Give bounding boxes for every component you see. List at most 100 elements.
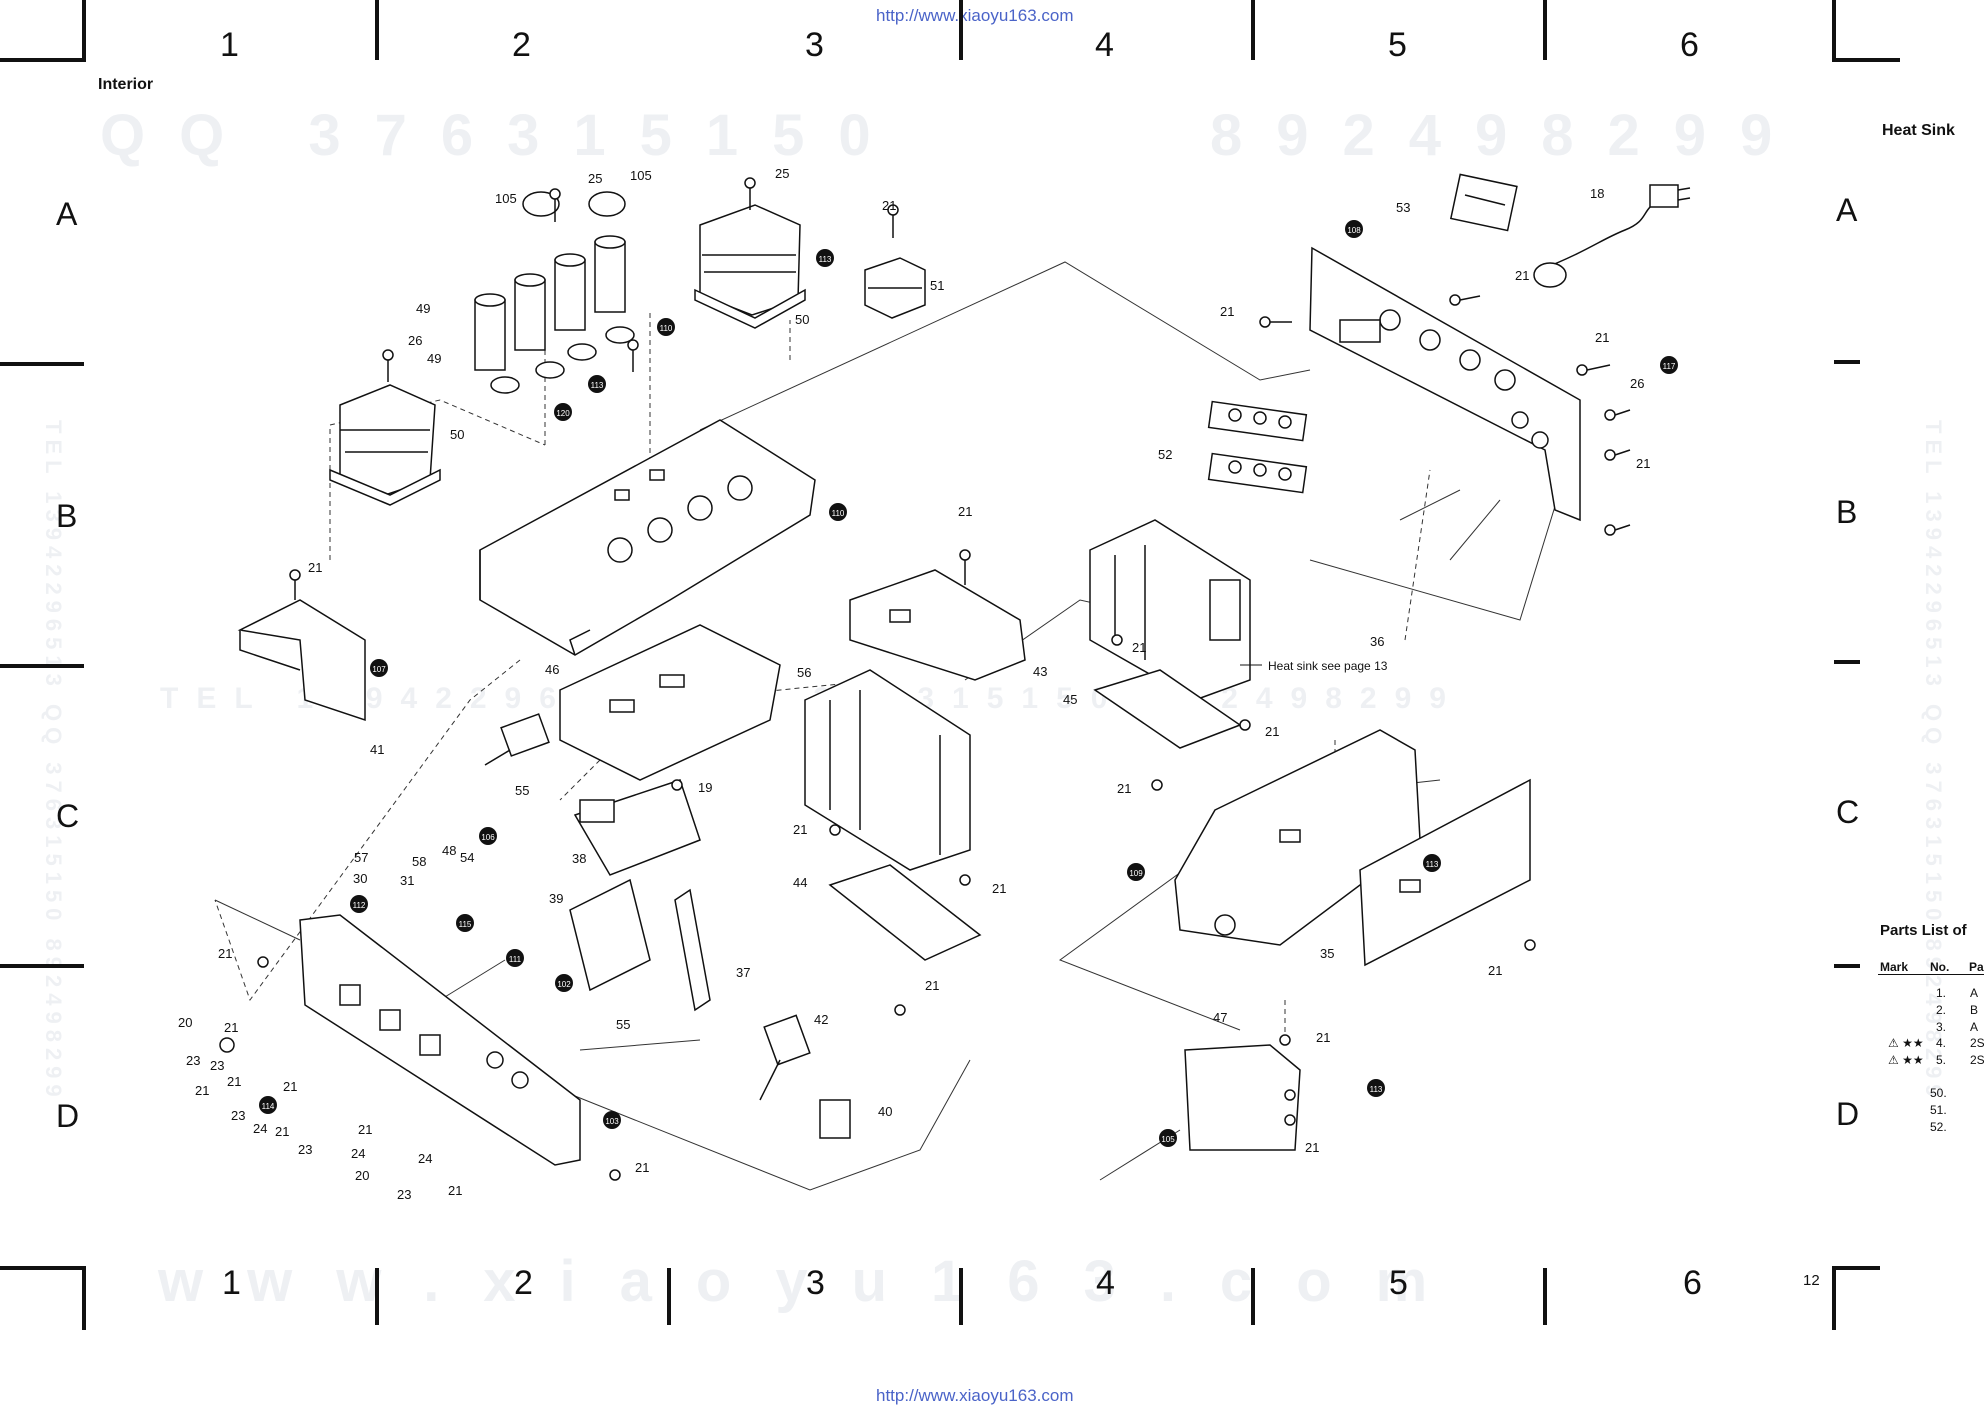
label-50: 50 (795, 312, 809, 327)
marker-113: 113 (1423, 854, 1441, 872)
sub-chassis-109 (1174, 729, 1421, 946)
parts-list-row-part: B (1970, 1003, 1979, 1017)
svg-text:115: 115 (459, 920, 472, 929)
marker-105: 105 (1159, 1129, 1177, 1147)
grid-row-a-right: A (1836, 192, 1858, 228)
svg-text:113: 113 (1370, 1085, 1383, 1094)
pcb-43 (849, 569, 1026, 681)
label-21: 21 (1220, 304, 1234, 319)
label-57: 57 (354, 850, 368, 865)
label-26: 26 (408, 333, 422, 348)
parts-list-row-no: 52. (1930, 1120, 1947, 1134)
label-26: 26 (1630, 376, 1644, 391)
svg-text:106: 106 (481, 833, 495, 842)
label-45: 45 (1063, 692, 1077, 707)
label-58: 58 (412, 854, 426, 869)
label-21: 21 (958, 504, 972, 519)
label-42: 42 (814, 1012, 828, 1027)
svg-text:105: 105 (1161, 1135, 1175, 1144)
label-21: 21 (635, 1160, 649, 1175)
grid-col-6-top: 6 (1680, 26, 1699, 64)
marker-117: 117 (1660, 356, 1678, 374)
svg-text:107: 107 (372, 665, 386, 674)
label-40: 40 (878, 1104, 892, 1119)
label-39: 39 (549, 891, 563, 906)
page-number: 12 (1803, 1272, 1820, 1289)
label-25: 25 (588, 171, 602, 186)
svg-text:109: 109 (1129, 869, 1143, 878)
heat-sink-title: Heat Sink (1882, 122, 1955, 139)
marker-110: 110 (657, 318, 675, 336)
svg-text:113: 113 (591, 381, 604, 390)
marker-110: 110 (829, 503, 847, 521)
source-url-link-top[interactable]: http://www.xiaoyu163.com (876, 6, 1074, 25)
pcb-37 (674, 888, 711, 1012)
socket-53 (1449, 173, 1518, 232)
label-24: 24 (351, 1146, 365, 1161)
svg-text:112: 112 (353, 901, 366, 910)
label-49: 49 (416, 301, 430, 316)
marker-102: 102 (555, 974, 573, 992)
potentiometer-42 (759, 1014, 851, 1139)
parts-list-row-part: A (1970, 1020, 1979, 1034)
registration-marks (0, 0, 1900, 1330)
marker-115: 115 (456, 914, 474, 932)
marker-113: 113 (816, 249, 834, 267)
parts-list-row-no: 5. (1936, 1053, 1947, 1067)
marker-114: 114 (259, 1096, 277, 1114)
label-52: 52 (1158, 447, 1172, 462)
switch-55 (484, 713, 550, 766)
svg-text:108: 108 (1347, 226, 1361, 235)
parts-list-col-mark: Mark (1880, 960, 1909, 974)
parts-list-row-mark: ⚠ ★★ (1888, 1053, 1924, 1067)
label-20: 20 (355, 1168, 369, 1183)
pcb-38 (573, 779, 701, 876)
label-43: 43 (1033, 664, 1047, 679)
watermark-side-right: TEL 13942296513 QQ 376315150 892498299 (1921, 420, 1946, 1103)
parts-list-row-part: 2S (1970, 1053, 1984, 1067)
circled-markers: 102 103 105 106 107 108 109 110 110 111 … (259, 220, 1678, 1147)
label-21: 21 (793, 822, 807, 837)
grid-col-1-top: 1 (220, 26, 239, 64)
label-21: 21 (195, 1083, 209, 1098)
parts-list-row-no: 2. (1936, 1003, 1947, 1017)
label-21: 21 (925, 978, 939, 993)
marker-108: 108 (1345, 220, 1363, 238)
marker-111: 111 (506, 949, 524, 967)
marker-120: 120 (554, 403, 572, 421)
terminal-strip-52 (1207, 400, 1308, 494)
grid-col-2-top: 2 (512, 26, 531, 64)
parts-list-row-no: 51. (1930, 1103, 1947, 1117)
label-51: 51 (930, 278, 944, 293)
label-56: 56 (797, 665, 811, 680)
transformer-left (329, 384, 441, 506)
label-21: 21 (275, 1124, 289, 1139)
label-25: 25 (775, 166, 789, 181)
label-55: 55 (515, 783, 529, 798)
label-41: 41 (370, 742, 384, 757)
label-46: 46 (545, 662, 559, 677)
marker-107: 107 (370, 659, 388, 677)
front-panel-103 (299, 914, 581, 1166)
label-36: 36 (1370, 634, 1384, 649)
grid-col-3-bottom: 3 (806, 1264, 825, 1302)
capacitor-cans (474, 191, 635, 394)
svg-text:114: 114 (262, 1102, 275, 1111)
label-21: 21 (227, 1074, 241, 1089)
section-title: Interior (98, 76, 154, 93)
parts-list-row-no: 4. (1936, 1036, 1947, 1050)
parts-list-row-part: 2S (1970, 1036, 1984, 1050)
watermark-side-left: TEL 13942296513 QQ 376315150 892498299 (41, 420, 66, 1103)
svg-text:120: 120 (556, 409, 570, 418)
marker-113: 113 (588, 375, 606, 393)
grid-col-2-bottom: 2 (514, 1264, 533, 1302)
parts-list-row-no: 3. (1936, 1020, 1947, 1034)
svg-text:113: 113 (1426, 860, 1439, 869)
source-url-link-bottom[interactable]: http://www.xiaoyu163.com (876, 1386, 1074, 1405)
grid-col-1-bottom: 1 (222, 1264, 241, 1302)
marker-109: 109 (1127, 863, 1145, 881)
grid-col-3-top: 3 (805, 26, 824, 64)
grid-col-6-bottom: 6 (1683, 1264, 1702, 1302)
label-55: 55 (616, 1017, 630, 1032)
parts-list-row-part: A (1970, 986, 1979, 1000)
